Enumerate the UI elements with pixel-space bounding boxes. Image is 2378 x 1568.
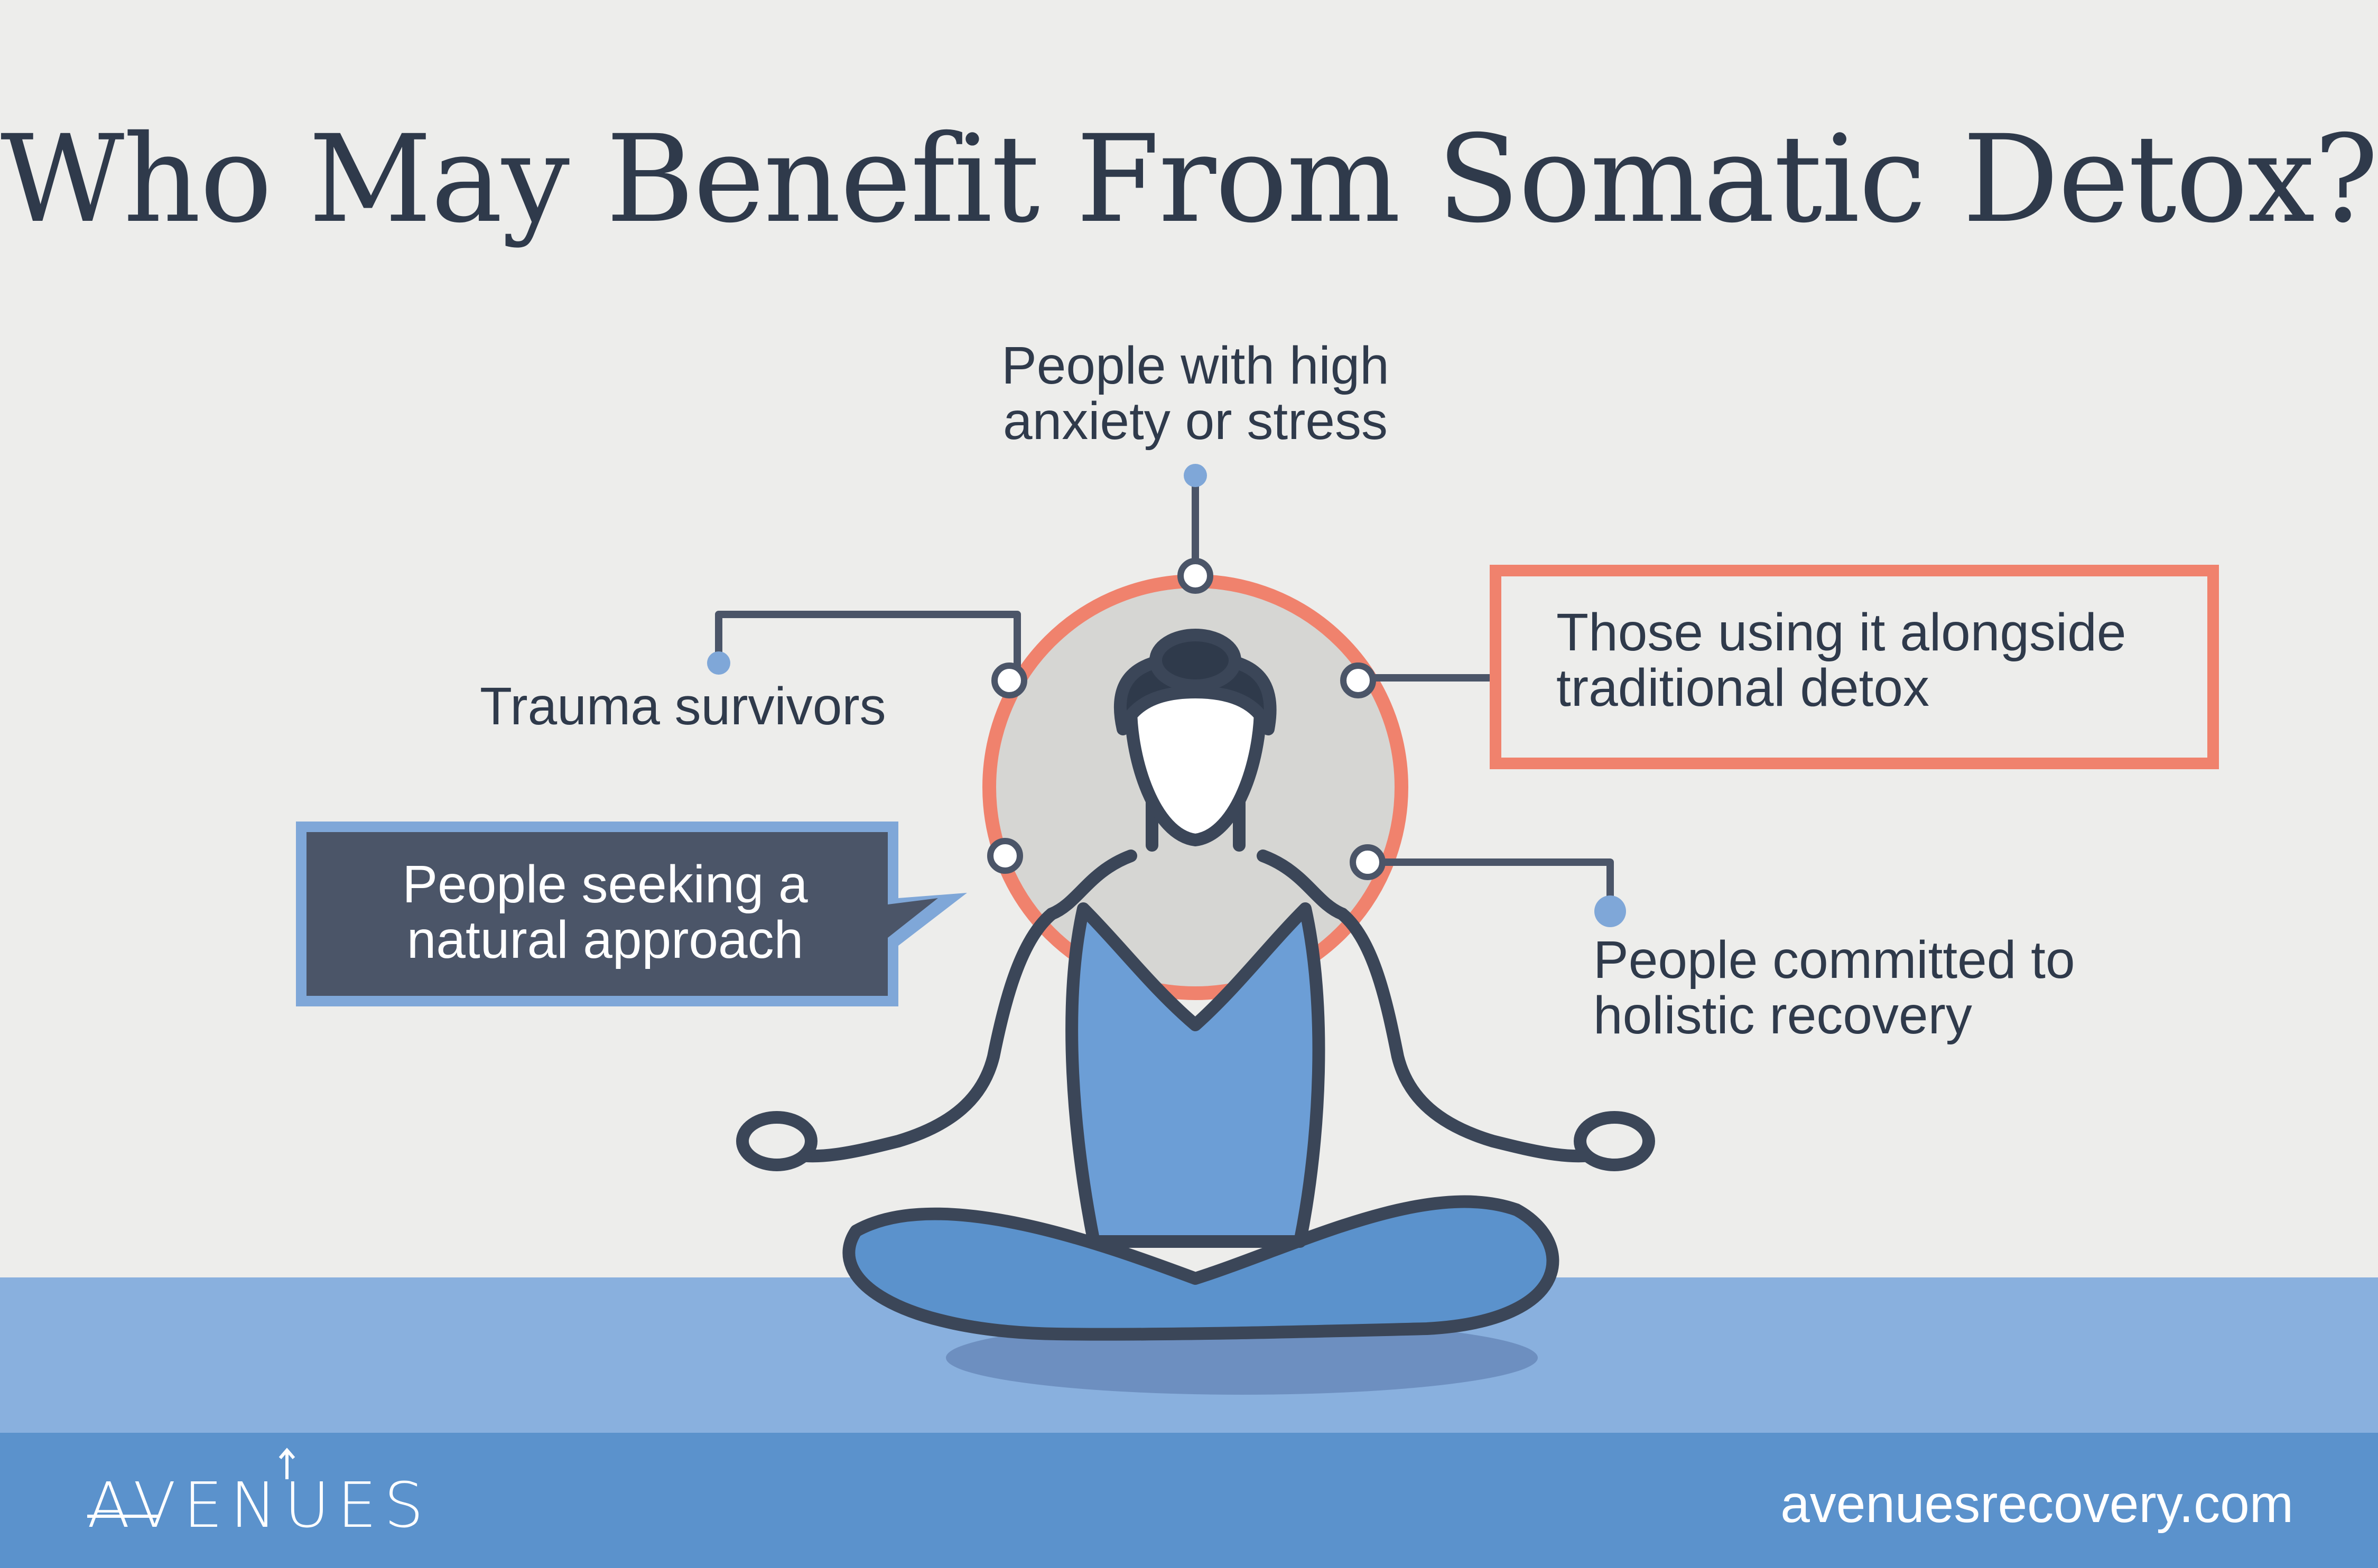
label-traditional-line1: Those using it alongside — [1556, 603, 2126, 662]
speech-bubble — [296, 822, 967, 1006]
label-holistic-line2: holistic recovery — [1593, 986, 1972, 1045]
label-holistic-line1: People committed to — [1593, 930, 2075, 990]
label-natural: People seeking a natural approach — [317, 857, 893, 968]
brand-logo-text: AVENUES — [87, 1469, 431, 1542]
meditating-person-illustration — [736, 629, 1655, 1395]
label-natural-line1: People seeking a — [402, 855, 808, 914]
connector-dots — [707, 464, 1626, 927]
connector-lines — [715, 475, 1614, 911]
page-title: Who May Benefit From Somatic Detox? — [0, 109, 2378, 249]
label-anxiety: People with high anxiety or stress — [931, 338, 1460, 449]
label-holistic: People committed to holistic recovery — [1593, 932, 2075, 1043]
label-traditional-line2: traditional detox — [1556, 658, 1930, 717]
footer-url: avenuesrecovery.com — [1780, 1474, 2293, 1534]
footer-band — [0, 1433, 2378, 1568]
label-anxiety-line2: anxiety or stress — [1002, 391, 1388, 451]
label-trauma: Trauma survivors — [480, 677, 886, 736]
avenues-logo — [87, 1448, 295, 1518]
traditional-box — [1490, 565, 2219, 769]
label-traditional: Those using it alongside traditional det… — [1556, 605, 2126, 716]
label-natural-line2: natural approach — [406, 910, 804, 969]
label-anxiety-line1: People with high — [1001, 336, 1389, 395]
